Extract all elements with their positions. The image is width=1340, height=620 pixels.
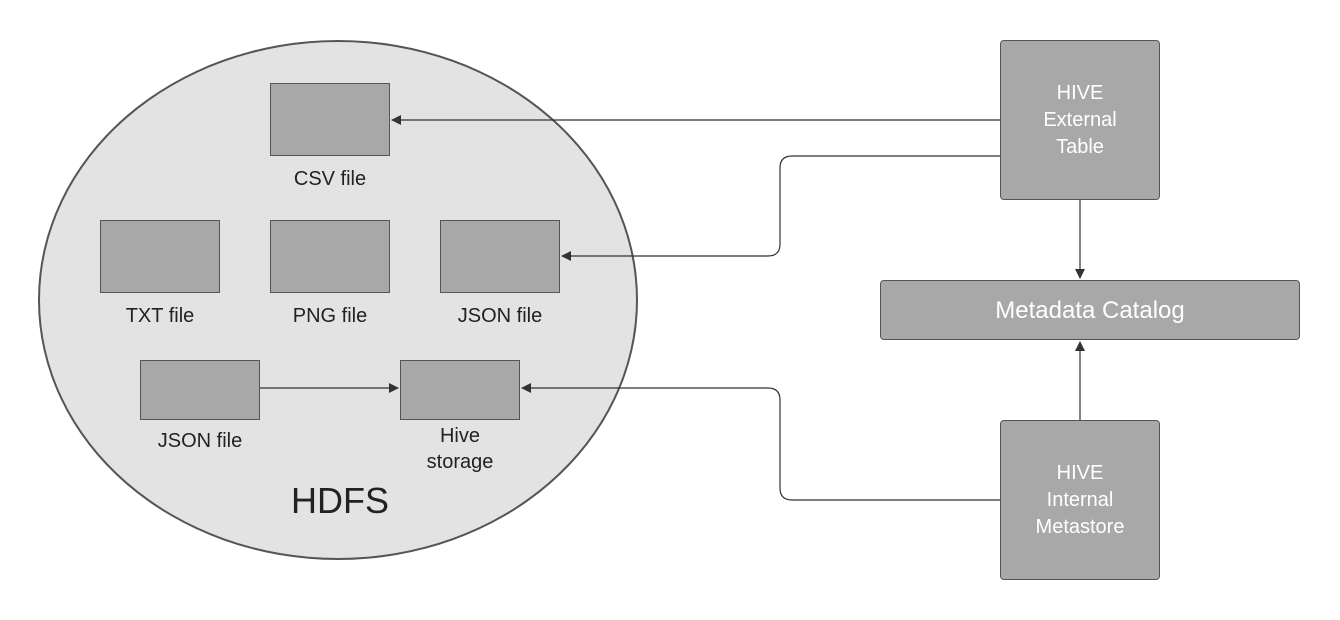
- hive-storage-box: [400, 360, 520, 420]
- json-file-label-bottom: JSON file: [157, 430, 243, 452]
- edge-internal-to-hive-storage: [521, 383, 1000, 501]
- txt-file-box: [100, 220, 220, 293]
- png-file-label: PNG file: [292, 305, 368, 327]
- json-file-label-top: JSON file: [457, 305, 543, 327]
- png-file-box: [270, 220, 390, 293]
- hdfs-label: HDFS: [291, 480, 389, 521]
- txt-file-label: TXT file: [125, 305, 195, 327]
- hive-external-table-node: HIVE External Table: [1000, 40, 1160, 200]
- metadata-catalog-node: Metadata Catalog: [880, 280, 1300, 340]
- json-file-box-top: [440, 220, 560, 293]
- edge-external-to-json: [561, 155, 1000, 261]
- hive-internal-metastore-node: HIVE Internal Metastore: [1000, 420, 1160, 580]
- csv-file-label: CSV file: [293, 168, 367, 190]
- json-file-box-bottom: [140, 360, 260, 420]
- csv-file-box: [270, 83, 390, 156]
- hive-storage-label: Hive storage: [426, 425, 494, 473]
